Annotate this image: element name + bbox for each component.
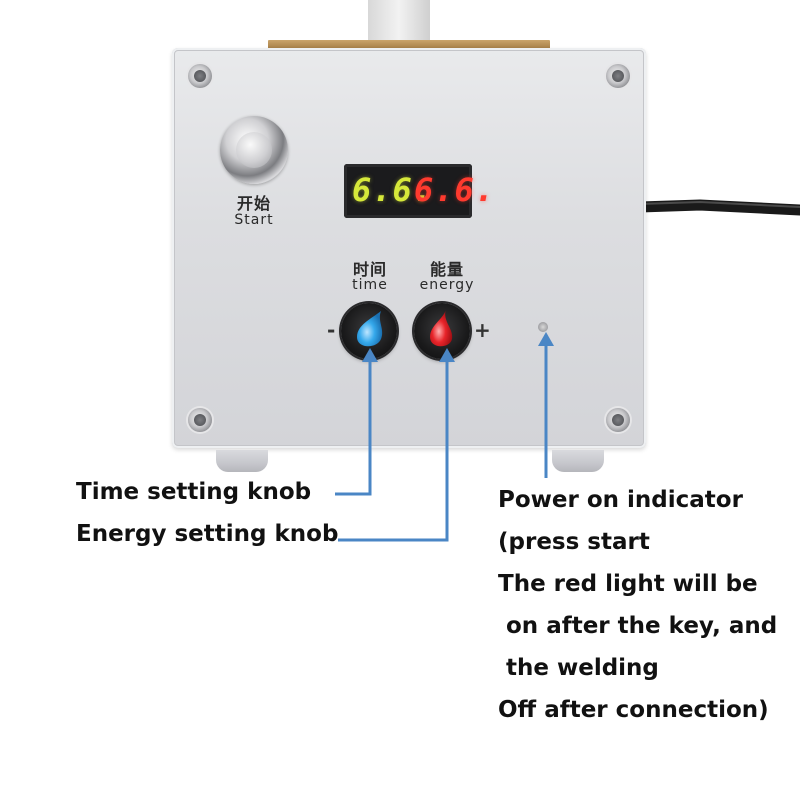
- energy-knob-pointer-icon: [430, 309, 453, 347]
- time-arrowhead-icon: [362, 348, 378, 362]
- indicator-arrowhead-icon: [538, 332, 554, 346]
- annotation-line: the welding: [498, 655, 659, 681]
- energy-arrowhead-icon: [439, 348, 455, 362]
- foot-right: [552, 450, 604, 472]
- mount-plate: [268, 40, 550, 50]
- time-readout: 6.6.: [352, 171, 434, 209]
- time-label-en: time: [352, 277, 388, 293]
- annotation-line: The red light will be: [498, 571, 758, 597]
- screw-bottom-left: [188, 408, 212, 432]
- time-setting-knob[interactable]: [341, 303, 397, 359]
- minus-sign: -: [327, 318, 336, 342]
- time-label-cn: 时间: [352, 260, 387, 279]
- time-knob-callout-line: [335, 358, 372, 496]
- power-indicator-led: [538, 322, 548, 332]
- led-display: 6.6. 6.6.: [344, 164, 494, 218]
- welder-front-panel: [172, 48, 646, 448]
- mount-bracket: [368, 0, 430, 44]
- power-indicator-annotation: Power on indicator (press start The red …: [498, 486, 777, 724]
- screw-top-right: [606, 64, 630, 88]
- annotation-line: (press start: [498, 529, 650, 555]
- start-label-cn: 开始: [236, 194, 271, 213]
- screw-bottom-right: [606, 408, 630, 432]
- annotation-line: Off after connection): [498, 697, 769, 723]
- energy-label-cn: 能量: [429, 260, 464, 279]
- energy-label-en: energy: [419, 277, 475, 293]
- screw-top-left: [188, 64, 212, 88]
- annotation-line: on after the key, and: [498, 613, 778, 639]
- start-button-cap[interactable]: [236, 132, 272, 168]
- foot-left: [216, 450, 268, 472]
- energy-setting-knob[interactable]: [414, 303, 470, 359]
- start-label-en: Start: [234, 212, 274, 228]
- energy-knob-annotation: Energy setting knob: [76, 521, 339, 547]
- energy-readout: 6.6.: [414, 171, 496, 209]
- annotation-line: Power on indicator: [498, 487, 743, 513]
- power-cable: [640, 199, 800, 216]
- time-knob-pointer-icon: [357, 311, 383, 347]
- energy-knob-callout-line: [338, 358, 449, 542]
- time-knob-annotation: Time setting knob: [76, 479, 312, 505]
- plus-sign: +: [474, 318, 491, 342]
